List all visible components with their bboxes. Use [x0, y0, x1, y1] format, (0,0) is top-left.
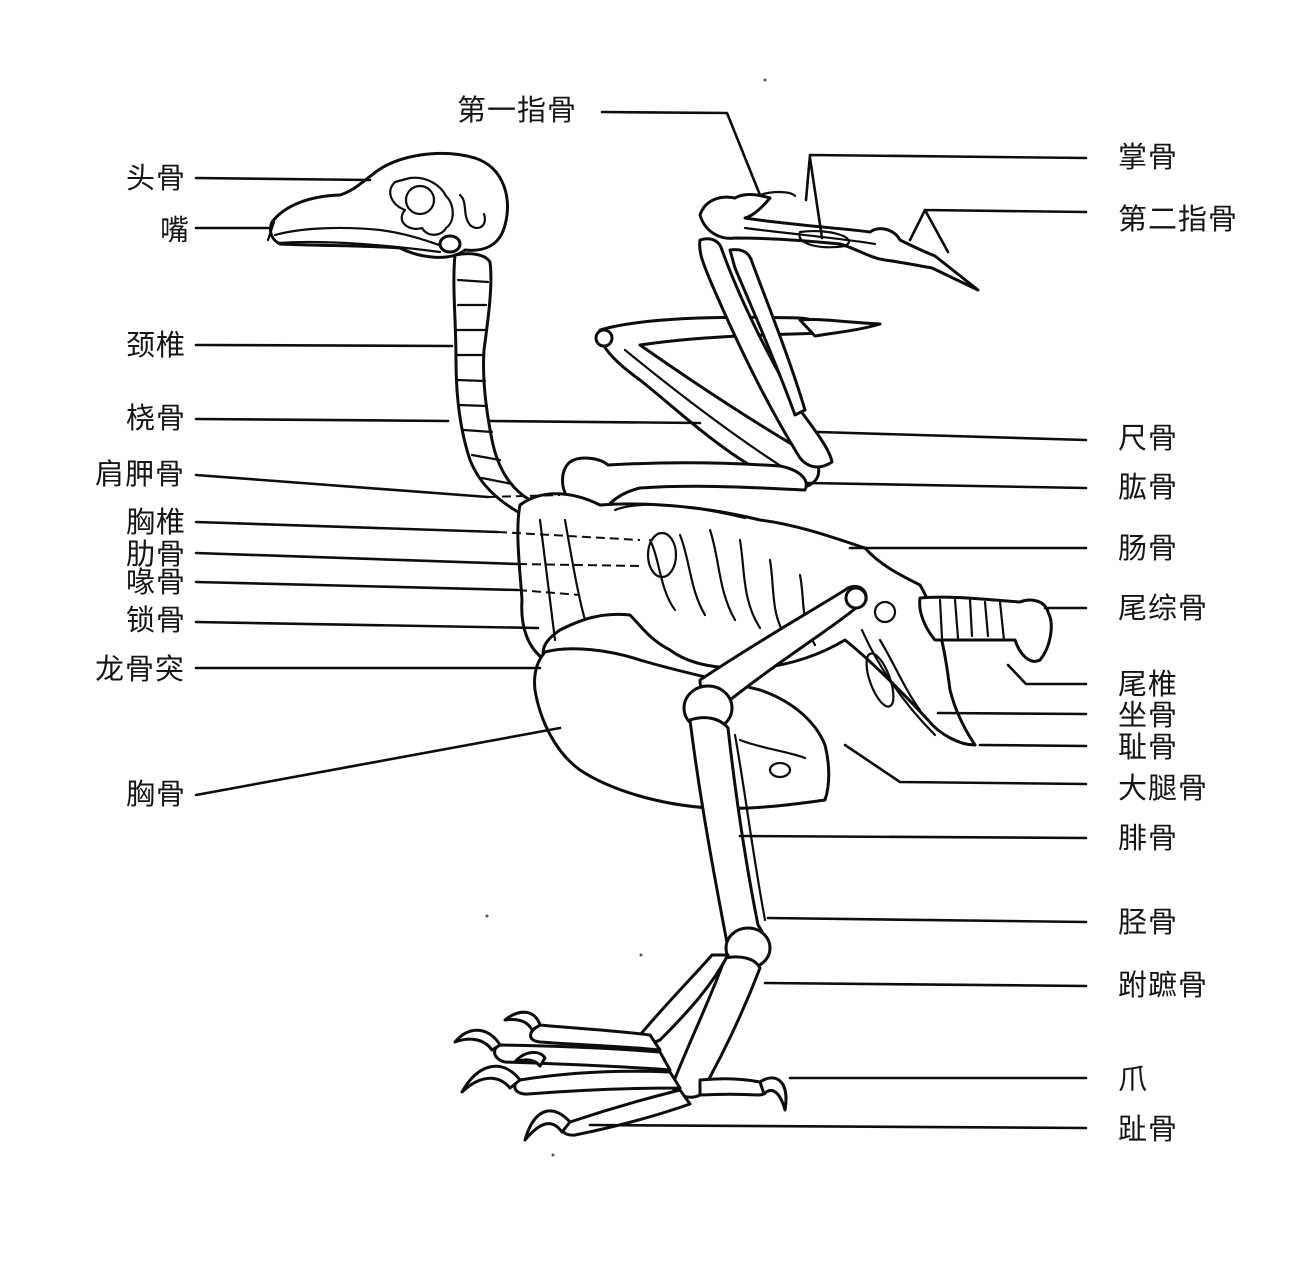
- label-clavicle: 锁骨: [126, 603, 187, 637]
- label-humerus: 肱骨: [1118, 470, 1179, 504]
- label-tarsometatarsus: 跗蹠骨: [1118, 968, 1209, 1002]
- label-thoracic-vertebrae: 胸椎: [126, 505, 187, 539]
- label-coracoid: 喙骨: [126, 565, 187, 599]
- label-ribs: 肋骨: [126, 537, 187, 571]
- skull-icon: [266, 152, 509, 259]
- label-second-phalanx: 第二指骨: [1118, 202, 1239, 236]
- neck-vertebrae-icon: [452, 252, 532, 514]
- label-metacarpal: 掌骨: [1118, 140, 1179, 174]
- label-fibula: 腓骨: [1118, 821, 1179, 855]
- label-tibia: 胫骨: [1118, 905, 1179, 939]
- label-radius: 桡骨: [126, 401, 187, 435]
- label-pygostyle: 尾综骨: [1118, 591, 1209, 625]
- label-claw: 爪: [1118, 1062, 1149, 1096]
- label-scapula: 肩胛骨: [95, 457, 186, 491]
- label-ulna: 尺骨: [1118, 421, 1179, 455]
- label-keel: 龙骨突: [95, 652, 186, 686]
- label-toe-bones: 趾骨: [1118, 1112, 1179, 1146]
- label-ischium: 坐骨: [1118, 698, 1179, 732]
- wing-icon: [594, 190, 980, 490]
- leader-lines: [194, 110, 1088, 1130]
- label-cervical-vertebrae: 颈椎: [126, 328, 187, 362]
- label-femur: 大腿骨: [1118, 771, 1209, 805]
- label-sternum: 胸骨: [126, 777, 187, 811]
- label-caudal-vertebrae: 尾椎: [1118, 667, 1179, 701]
- label-skull: 头骨: [126, 161, 187, 195]
- label-beak: 嘴: [160, 213, 191, 247]
- sternum-icon: [533, 647, 831, 810]
- label-ilium: 肠骨: [1118, 531, 1179, 565]
- label-pubis: 耻骨: [1118, 730, 1179, 764]
- label-first-phalanx: 第一指骨: [457, 93, 578, 127]
- leg-icon: [453, 584, 868, 1142]
- torso-icon: [516, 456, 1053, 747]
